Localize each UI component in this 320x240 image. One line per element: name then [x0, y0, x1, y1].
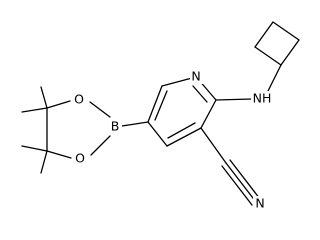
bond-c2-nh	[215, 98, 253, 101]
bond-cb-4	[280, 39, 300, 66]
bond-methyl-top-left	[21, 107, 48, 113]
bond-n1-c2-inner	[192, 85, 208, 103]
atom-label-o2: O	[75, 151, 85, 166]
bond-o2-c-bottom	[46, 150, 72, 159]
bond-nitrile-2	[229, 159, 261, 200]
bonds	[21, 21, 300, 206]
bond-nitrile-1	[225, 162, 257, 203]
bond-b-o1	[89, 101, 111, 118]
bond-c5-c6-inner	[154, 90, 168, 121]
atom-labels: N NH N B O O	[72, 69, 273, 211]
bond-c3-c4	[166, 127, 202, 147]
bond-c5-b	[121, 121, 149, 127]
molecule-structure-diagram: N NH N B O O	[21, 21, 300, 211]
bond-cb-2	[254, 21, 274, 48]
bond-nh-cyclobutyl	[267, 64, 282, 92]
atom-n3: N	[253, 196, 266, 211]
atom-o2: O	[73, 151, 87, 166]
bond-methyl-top-up	[40, 86, 48, 109]
bond-cb-3	[272, 21, 300, 41]
atom-label-n3: N	[255, 196, 264, 211]
atom-label-n1: N	[191, 69, 200, 84]
bond-c4-c5	[147, 121, 168, 147]
atom-b: B	[109, 119, 122, 134]
bond-methyl-bottom-down	[40, 150, 48, 174]
bond-c2-c3	[200, 99, 217, 129]
atom-o1: O	[72, 92, 86, 107]
bond-methyl-bottom-left	[21, 145, 48, 152]
bond-c3-cn	[200, 127, 227, 164]
atom-label-nh: NH	[253, 91, 272, 106]
bond-o1-c-top	[46, 100, 71, 109]
atom-label-o1: O	[74, 92, 84, 107]
bond-cb-1	[254, 46, 282, 66]
atom-label-b: B	[111, 119, 120, 134]
bond-c5-c6	[147, 85, 163, 123]
bond-c3-c4-inner	[167, 122, 196, 139]
bond-nitrile-3	[221, 165, 253, 206]
bond-c6-n1	[161, 77, 193, 87]
atom-nh: NH	[251, 91, 273, 106]
atom-n1: N	[190, 69, 203, 84]
bond-b-o2	[90, 135, 111, 156]
